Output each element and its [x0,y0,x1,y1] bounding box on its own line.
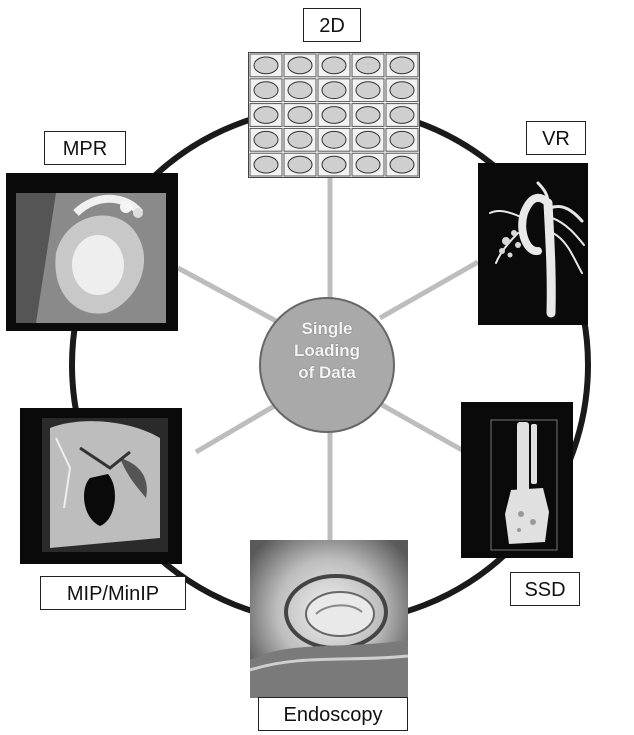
slice-shape [287,56,313,75]
thumbnail-2d [248,52,420,178]
slice-shape [287,130,313,149]
slice-shape [321,155,347,174]
slice-shape [287,81,313,100]
thumbnail-ssd [461,402,573,558]
slice-shape [355,130,381,149]
slice-shape [253,155,279,174]
slice-shape [355,106,381,124]
slice-shape [355,155,381,174]
slice-shape [389,106,415,124]
slice-shape [287,106,313,124]
hub-line-3: of Data [298,363,356,382]
spokes [176,178,480,540]
slice-shape [287,155,313,174]
endoscopic-view-image [249,540,409,698]
spoke-left [194,402,278,455]
slice-shape [253,130,279,149]
slice-shape [389,130,415,149]
slice-grid-image [249,53,419,177]
label-ssd: SSD [510,572,580,606]
reformat-image [16,193,166,323]
thumbnail-endoscopy [249,540,409,698]
hub-line-2: Loading [293,341,361,360]
slice-shape [389,81,415,100]
slice-shape [253,106,279,124]
thumbnail-mpr [6,173,178,331]
hub-line-1: Single [301,319,353,338]
projection-image [42,418,168,552]
label-mpr: MPR [44,131,126,165]
slice-shape [389,56,415,75]
hub-label: Single Loading of Data [262,318,392,384]
spoke-top-right [378,259,480,321]
label-endoscopy: Endoscopy [258,697,408,731]
slice-shape [321,130,347,149]
slice-shape [253,81,279,100]
label-mip-minip: MIP/MinIP [40,576,186,610]
label-2d: 2D [303,8,361,42]
vessel-render-image [489,181,585,318]
slice-shape [355,56,381,75]
slice-shape [389,155,415,174]
thumbnail-vr [478,163,588,325]
spoke-top-left [176,265,280,325]
spoke-right [380,402,464,453]
slice-shape [321,106,347,124]
thumbnail-mip-minip [20,408,182,564]
slice-shape [321,56,347,75]
slice-shape [321,81,347,100]
slice-shape [253,56,279,75]
slice-shape [355,81,381,100]
label-vr: VR [526,121,586,155]
hub-circle [259,297,395,433]
bone-render-image [490,419,558,551]
